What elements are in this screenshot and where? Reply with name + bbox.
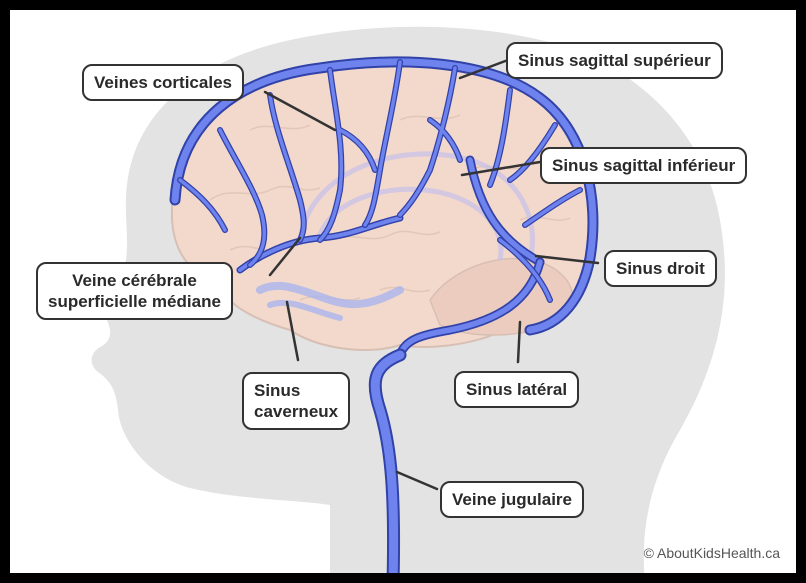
label-sinus-caverneux-line1: Sinus [254,380,338,401]
copyright-credit: © AboutKidsHealth.ca [644,545,780,561]
label-veines-corticales: Veines corticales [82,64,244,101]
label-sinus-sagittal-inferieur-text: Sinus sagittal inférieur [552,155,735,176]
label-sinus-lateral: Sinus latéral [454,371,579,408]
label-veine-cerebrale-superficielle-mediane: Veine cérébrale superficielle médiane [36,262,233,320]
label-sinus-sagittal-inferieur: Sinus sagittal inférieur [540,147,747,184]
label-veine-jugulaire-text: Veine jugulaire [452,489,572,510]
label-sinus-caverneux: Sinus caverneux [242,372,350,430]
label-sinus-droit: Sinus droit [604,250,717,287]
label-sinus-sagittal-superieur-text: Sinus sagittal supérieur [518,50,711,71]
label-veine-jugulaire: Veine jugulaire [440,481,584,518]
label-veine-cerebrale-line2: superficielle médiane [48,291,221,312]
label-veines-corticales-text: Veines corticales [94,72,232,93]
label-sinus-lateral-text: Sinus latéral [466,379,567,400]
label-veine-cerebrale-line1: Veine cérébrale [48,270,221,291]
label-sinus-caverneux-line2: caverneux [254,401,338,422]
label-sinus-sagittal-superieur: Sinus sagittal supérieur [506,42,723,79]
label-sinus-droit-text: Sinus droit [616,258,705,279]
